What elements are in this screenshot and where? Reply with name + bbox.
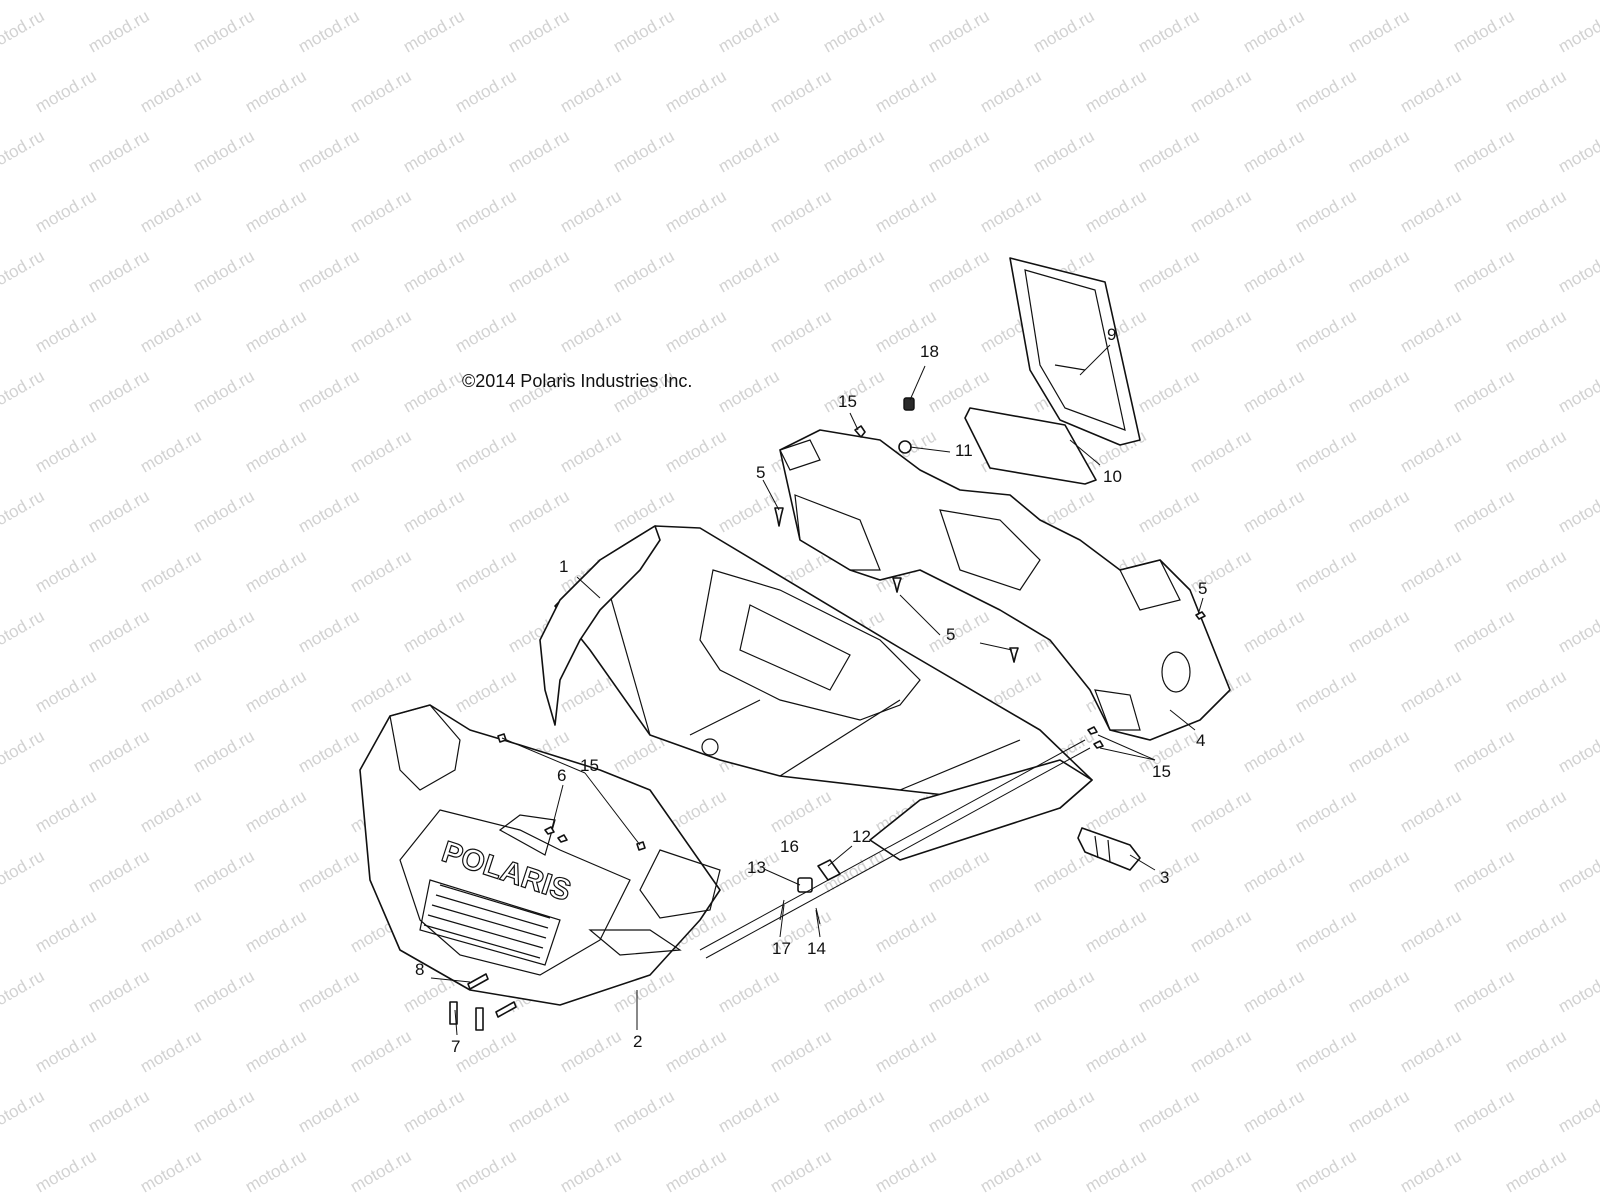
callout-11: 11 [955, 441, 973, 460]
callout-16: 16 [780, 837, 799, 856]
callout-4: 4 [1196, 731, 1205, 750]
callout-15b: 15 [838, 392, 857, 411]
glovebox-door-part [1009, 257, 1141, 446]
hardware-parts [449, 397, 1206, 1031]
callout-5a: 5 [756, 463, 765, 482]
callout-12: 12 [852, 827, 871, 846]
callout-15c: 15 [1152, 762, 1171, 781]
callout-3: 3 [1160, 868, 1169, 887]
callout-5b: 5 [1198, 579, 1207, 598]
leader-lines [430, 344, 1204, 1036]
hood-part [539, 525, 1093, 861]
front-bumper-part [359, 704, 721, 1006]
callout-13: 13 [747, 858, 766, 877]
callout-2: 2 [633, 1032, 642, 1051]
grab-handle-part [1077, 827, 1141, 871]
callout-1: 1 [559, 557, 568, 576]
callout-9: 9 [1107, 325, 1116, 344]
callout-5c: 5 [946, 625, 955, 644]
callout-18: 18 [920, 342, 939, 361]
callout-15a: 15 [580, 756, 599, 775]
glovebox-seal-part [964, 407, 1097, 485]
callout-10: 10 [1103, 467, 1122, 486]
callout-14: 14 [807, 939, 826, 958]
callout-7: 7 [451, 1037, 460, 1056]
callout-labels: 1 2 3 4 5 5 5 6 7 8 9 10 11 12 13 14 15 … [415, 325, 1207, 1056]
dash-part [779, 429, 1231, 741]
callout-17: 17 [772, 939, 791, 958]
callout-6: 6 [557, 766, 566, 785]
callout-8: 8 [415, 960, 424, 979]
copyright-notice: ©2014 Polaris Industries Inc. [462, 371, 693, 391]
